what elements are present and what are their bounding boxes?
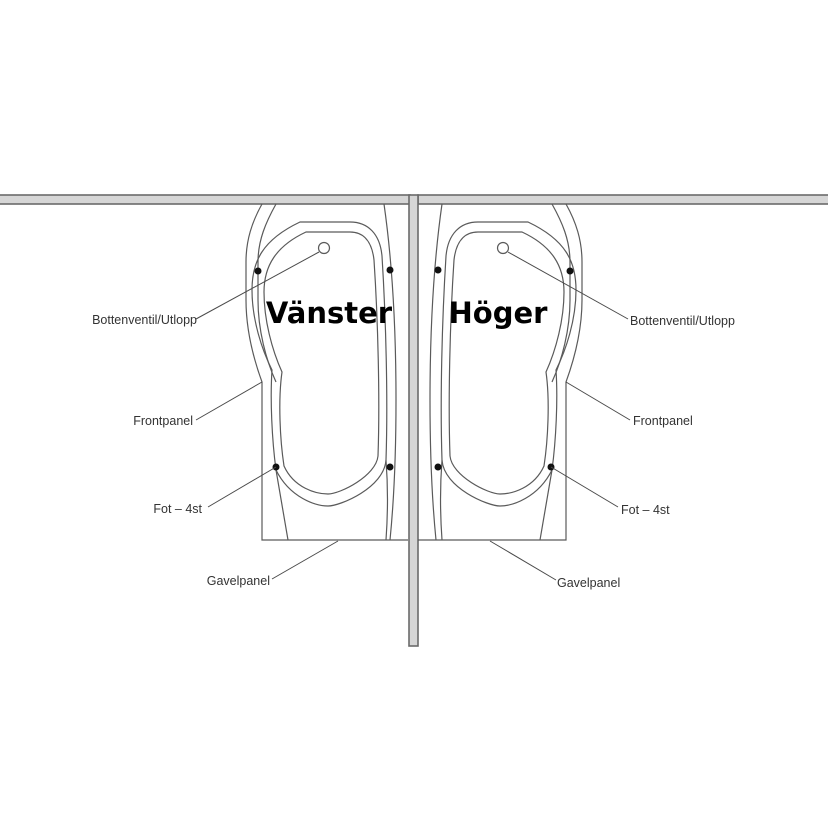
right-foot-dot-bottom-left	[434, 463, 442, 471]
left-title: Vänster	[266, 296, 393, 330]
left-bathtub: Vänster	[245, 203, 408, 541]
leader-lines	[195, 251, 631, 581]
left-tub-inner-basin	[251, 221, 388, 507]
center-divider-wall	[408, 194, 419, 647]
right-drain-leader	[507, 251, 629, 320]
right-tub-end-line-2	[439, 459, 443, 541]
left-end-panel-label: Gavelpanel	[207, 574, 270, 588]
right-tub-wall-edge	[429, 203, 443, 541]
right-tub-inner-basin	[440, 221, 577, 507]
left-tub-wall-edge	[383, 203, 397, 541]
right-tub-front-rim-line	[551, 203, 571, 383]
left-drain-label: Bottenventil/Utlopp	[92, 313, 197, 327]
back-wall-right	[417, 194, 828, 205]
right-drain-label: Bottenventil/Utlopp	[630, 314, 735, 328]
left-foot-dot-bottom-right	[386, 463, 394, 471]
right-tub-end-line	[539, 469, 553, 541]
left-tub-inner-basin-edge	[263, 231, 380, 495]
left-foot-dot-top-left	[254, 267, 262, 275]
walls	[0, 194, 828, 647]
left-end-panel-leader	[271, 540, 339, 580]
labels: Bottenventil/Utlopp Frontpanel Fot – 4st…	[92, 313, 735, 590]
right-end-panel-label: Gavelpanel	[557, 576, 620, 590]
left-front-panel-leader	[195, 381, 263, 421]
left-foot-dot-top-right	[386, 266, 394, 274]
right-foot-dot-top-left	[434, 266, 442, 274]
right-drain-icon	[496, 241, 510, 255]
left-tub-front-rim-line	[257, 203, 277, 383]
right-tub-inner-basin-edge	[448, 231, 565, 495]
right-front-panel-leader	[565, 381, 631, 421]
right-foot-leader	[550, 466, 619, 508]
left-feet-label: Fot – 4st	[153, 502, 202, 516]
right-feet-label: Fot – 4st	[621, 503, 670, 517]
left-drain-icon	[317, 241, 331, 255]
right-bathtub: Höger	[418, 203, 583, 541]
left-foot-leader	[207, 466, 277, 508]
left-tub-end-line	[275, 469, 289, 541]
left-tub-outer-rim	[245, 203, 408, 541]
back-wall-left	[0, 194, 411, 205]
right-foot-dot-top-right	[566, 267, 574, 275]
left-front-panel-label: Frontpanel	[133, 414, 193, 428]
left-tub-end-line-2	[385, 459, 389, 541]
right-end-panel-leader	[489, 540, 557, 581]
right-front-panel-label: Frontpanel	[633, 414, 693, 428]
right-tub-outer-rim	[418, 203, 583, 541]
right-title: Höger	[449, 296, 549, 330]
left-drain-leader	[195, 251, 320, 320]
